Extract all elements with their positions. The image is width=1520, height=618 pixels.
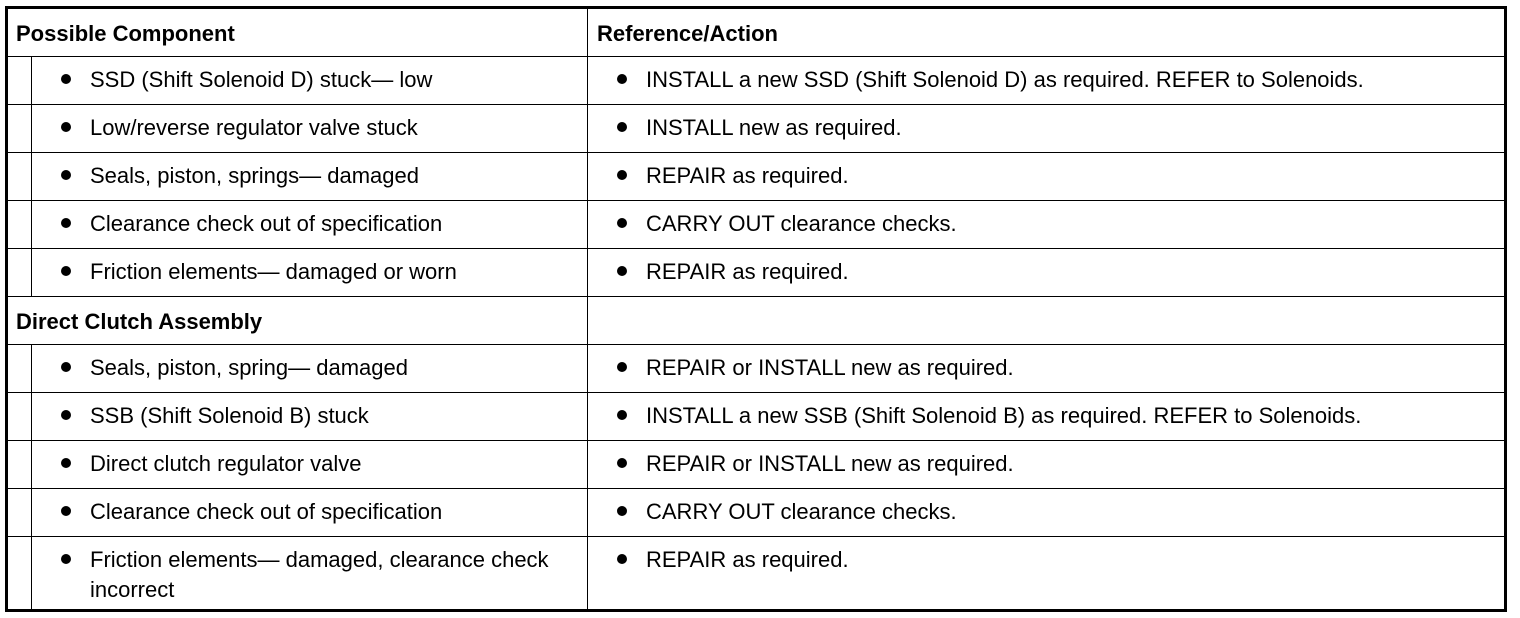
component-text: Clearance check out of specification: [90, 499, 443, 524]
table-row: Clearance check out of specification CAR…: [8, 201, 1504, 249]
diagnosis-table: Possible Component Reference/Action SSD …: [5, 6, 1507, 612]
action-text: CARRY OUT clearance checks.: [646, 499, 957, 524]
action-text: CARRY OUT clearance checks.: [646, 211, 957, 236]
action-text: REPAIR or INSTALL new as required.: [646, 355, 1014, 380]
bullet-icon: [61, 122, 71, 132]
action-text: INSTALL a new SSB (Shift Solenoid B) as …: [646, 403, 1362, 428]
component-text: SSD (Shift Solenoid D) stuck— low: [90, 67, 433, 92]
action-text: REPAIR as required.: [646, 163, 849, 188]
component-text: Friction elements— damaged, clearance ch…: [90, 547, 549, 602]
component-text: Friction elements— damaged or worn: [90, 259, 457, 284]
component-text: Direct clutch regulator valve: [90, 451, 362, 476]
bullet-icon: [61, 554, 71, 564]
component-text: SSB (Shift Solenoid B) stuck: [90, 403, 369, 428]
bullet-icon: [61, 266, 71, 276]
table-row: Friction elements— damaged or worn REPAI…: [8, 249, 1504, 297]
component-text: Low/reverse regulator valve stuck: [90, 115, 418, 140]
action-text: REPAIR or INSTALL new as required.: [646, 451, 1014, 476]
bullet-icon: [617, 458, 627, 468]
table-row: Low/reverse regulator valve stuck INSTAL…: [8, 105, 1504, 153]
bullet-icon: [617, 122, 627, 132]
table-row: Seals, piston, spring— damaged REPAIR or…: [8, 345, 1504, 393]
table-row: Direct clutch regulator valve REPAIR or …: [8, 441, 1504, 489]
table-header-row: Possible Component Reference/Action: [8, 9, 1504, 57]
component-text: Seals, piston, spring— damaged: [90, 355, 408, 380]
bullet-icon: [617, 266, 627, 276]
bullet-icon: [617, 218, 627, 228]
section-title: Direct Clutch Assembly: [16, 309, 263, 334]
bullet-icon: [61, 458, 71, 468]
bullet-icon: [61, 506, 71, 516]
bullet-icon: [61, 410, 71, 420]
action-text: REPAIR as required.: [646, 259, 849, 284]
bullet-icon: [617, 554, 627, 564]
header-possible-component: Possible Component: [16, 21, 235, 46]
bullet-icon: [61, 170, 71, 180]
component-text: Seals, piston, springs— damaged: [90, 163, 419, 188]
table-row: Friction elements— damaged, clearance ch…: [8, 537, 1504, 609]
bullet-icon: [617, 74, 627, 84]
bullet-icon: [617, 362, 627, 372]
table-row: Seals, piston, springs— damaged REPAIR a…: [8, 153, 1504, 201]
table-row: SSB (Shift Solenoid B) stuck INSTALL a n…: [8, 393, 1504, 441]
table-row: SSD (Shift Solenoid D) stuck— low INSTAL…: [8, 57, 1504, 105]
header-reference-action: Reference/Action: [597, 21, 778, 46]
section-header-row: Direct Clutch Assembly: [8, 297, 1504, 345]
bullet-icon: [61, 74, 71, 84]
bullet-icon: [617, 506, 627, 516]
table-row: Clearance check out of specification CAR…: [8, 489, 1504, 537]
bullet-icon: [61, 362, 71, 372]
action-text: INSTALL a new SSD (Shift Solenoid D) as …: [646, 67, 1364, 92]
action-text: INSTALL new as required.: [646, 115, 902, 140]
component-text: Clearance check out of specification: [90, 211, 443, 236]
bullet-icon: [617, 410, 627, 420]
action-text: REPAIR as required.: [646, 547, 849, 572]
bullet-icon: [61, 218, 71, 228]
bullet-icon: [617, 170, 627, 180]
